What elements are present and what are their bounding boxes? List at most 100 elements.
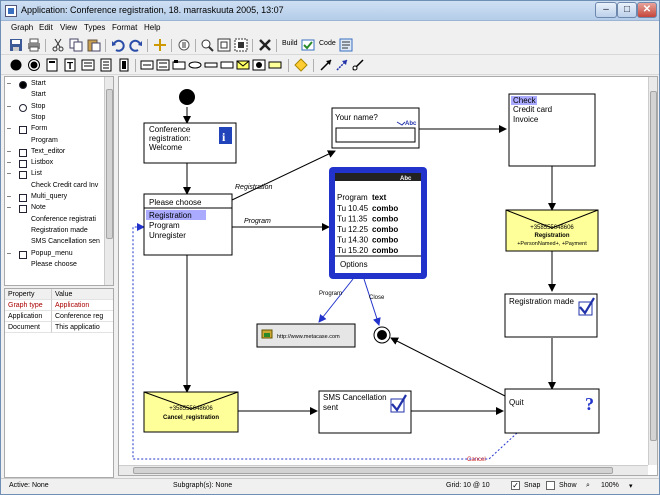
snap-checkbox[interactable]: ✓	[511, 481, 520, 490]
tree-expander[interactable]: –	[7, 147, 11, 155]
stop-node[interactable]	[373, 326, 391, 344]
quit-node[interactable]: Quit ?	[504, 388, 600, 434]
tree-item-label[interactable]: Listbox	[31, 159, 54, 167]
menu-types[interactable]: Types	[84, 23, 106, 32]
end-object-icon[interactable]	[252, 58, 266, 72]
menu-view[interactable]: View	[60, 23, 78, 32]
minimize-button[interactable]: –	[595, 2, 617, 18]
menu-help[interactable]: Help	[144, 23, 161, 32]
fit-icon[interactable]	[234, 38, 248, 52]
field-object-icon[interactable]	[204, 58, 218, 72]
hand-icon[interactable]	[177, 38, 191, 52]
tree-item-label[interactable]: Text_editor	[31, 147, 66, 155]
check-item-check[interactable]: Check	[513, 96, 537, 105]
name-input-field[interactable]	[335, 127, 416, 143]
cancel-edge[interactable]	[132, 223, 518, 460]
tree-expander[interactable]: –	[7, 102, 11, 110]
tree-expander[interactable]: –	[7, 204, 11, 212]
tree-item-label[interactable]: Registration made	[31, 226, 88, 234]
url-node[interactable]: http://www.metacase.com	[256, 323, 356, 348]
show-checkbox[interactable]	[546, 481, 555, 490]
program-options[interactable]: Options	[340, 260, 368, 269]
sms-role-icon[interactable]	[351, 58, 365, 72]
program-row-value[interactable]: combo	[372, 246, 398, 255]
tree-item-label[interactable]: Form	[31, 125, 48, 133]
tree-item-label[interactable]: Note	[31, 204, 46, 212]
sms-registration-node[interactable]: +358555648606 Registration +PersonNamed+…	[505, 209, 599, 252]
tree-item-label[interactable]: Multi_query	[31, 193, 68, 200]
canvas-hscroll-thumb[interactable]	[133, 467, 613, 474]
tree-item-label[interactable]: Conference registrati	[31, 215, 96, 223]
menu-edit[interactable]: Edit	[39, 23, 53, 32]
tree-expander[interactable]: –	[7, 170, 11, 178]
sms-cancel-node[interactable]: +358555648606 Cancel_registration	[143, 391, 239, 433]
choose-item-unregister[interactable]: Unregister	[149, 231, 186, 240]
build-icon[interactable]	[301, 38, 315, 52]
form-object-icon[interactable]	[45, 58, 59, 72]
list-object-icon[interactable]	[99, 58, 113, 72]
arrow-role-icon[interactable]	[319, 58, 333, 72]
menu-format[interactable]: Format	[112, 23, 138, 32]
tree-expander[interactable]: –	[7, 193, 11, 200]
close-button[interactable]: ✕	[637, 2, 657, 18]
cut-icon[interactable]	[51, 38, 65, 52]
quit-to-stop-edge[interactable]	[390, 337, 508, 398]
program-row-value[interactable]: combo	[372, 204, 398, 213]
sms-sent-node[interactable]: SMS Cancellation sent	[318, 390, 412, 434]
property-value-cell[interactable]: Application	[52, 300, 113, 311]
zoom-value[interactable]: 100%	[601, 482, 619, 489]
zoom-icon[interactable]	[200, 38, 214, 52]
multi-query-object-icon[interactable]	[117, 58, 131, 72]
tree-item-label[interactable]: SMS Cancellation sen	[31, 238, 100, 246]
tree-item-label[interactable]: Stop	[31, 102, 46, 110]
start-node[interactable]	[179, 89, 195, 105]
zoom-dropdown-icon[interactable]: ▾	[629, 483, 633, 490]
tree-expander[interactable]: –	[7, 125, 11, 133]
build-button[interactable]: Build	[282, 40, 298, 47]
maximize-button[interactable]: □	[617, 2, 637, 18]
frame-icon[interactable]	[217, 38, 231, 52]
code-button[interactable]: Code	[319, 40, 336, 47]
close-edge[interactable]	[363, 278, 381, 326]
canvas-vscroll[interactable]	[648, 77, 657, 465]
note-object-icon[interactable]	[140, 58, 154, 72]
tree-expander[interactable]: –	[7, 159, 11, 167]
redo-icon[interactable]	[129, 38, 143, 52]
relationship-icon[interactable]	[294, 58, 308, 72]
connect-icon[interactable]	[153, 38, 167, 52]
tree-item-label[interactable]: Popup_menu	[31, 249, 73, 257]
copy-icon[interactable]	[69, 38, 83, 52]
save-icon[interactable]	[9, 38, 23, 52]
text-editor-object-icon[interactable]: T	[63, 58, 77, 72]
registration-made-node[interactable]: Registration made	[504, 293, 598, 338]
tree-scroll-thumb[interactable]	[106, 89, 113, 239]
canvas-vscroll-thumb[interactable]	[650, 91, 657, 441]
choose-item-registration[interactable]: Registration	[149, 211, 192, 220]
choose-node[interactable]: Please choose Registration Program Unreg…	[143, 193, 233, 256]
check-item-credit[interactable]: Credit card	[513, 105, 552, 114]
choose-item-program[interactable]: Program	[149, 221, 180, 230]
registration-edge[interactable]	[231, 150, 336, 201]
rectangle-object-icon[interactable]	[220, 58, 234, 72]
tree-scrollbar[interactable]	[104, 77, 113, 285]
tree-expander[interactable]: –	[7, 80, 11, 87]
query-object-icon[interactable]	[172, 58, 186, 72]
listbox-object-icon[interactable]	[81, 58, 95, 72]
undo-icon[interactable]	[111, 38, 125, 52]
welcome-node[interactable]: Conference registration: Welcome i	[143, 122, 237, 164]
tree-item-label[interactable]: Start	[31, 80, 46, 87]
tree-item-label[interactable]: List	[31, 170, 42, 178]
popup-menu-object-icon[interactable]	[156, 58, 170, 72]
tree-item-label[interactable]: Stop	[31, 113, 46, 121]
sms-object-icon[interactable]	[236, 58, 250, 72]
program-row-value[interactable]: combo	[372, 225, 398, 234]
input-object-icon[interactable]	[188, 58, 202, 72]
paste-icon[interactable]	[87, 38, 101, 52]
tree-expander[interactable]: –	[7, 249, 11, 257]
diagram-canvas[interactable]: Registration Program Program Close Cance…	[118, 76, 658, 476]
code-icon[interactable]	[339, 38, 353, 52]
menu-graph[interactable]: Graph	[11, 23, 34, 32]
dashed-role-icon[interactable]	[335, 58, 349, 72]
url-text[interactable]: http://www.metacase.com	[277, 334, 340, 340]
print-icon[interactable]	[27, 38, 41, 52]
